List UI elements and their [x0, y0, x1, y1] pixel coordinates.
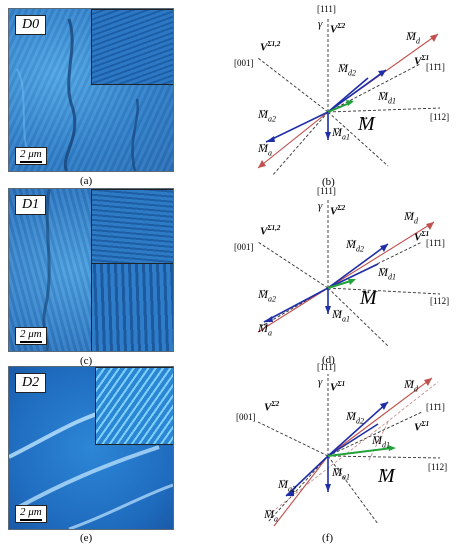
- label-md: →Md: [404, 206, 418, 226]
- axis-label-111: [111]: [317, 362, 336, 372]
- label-ma: →Ma: [264, 504, 278, 524]
- label-v-side: VΣ1: [414, 230, 430, 244]
- axis-label-11-1: [11̄1]: [426, 402, 445, 412]
- label-v-left: VΣ1,2: [260, 40, 281, 54]
- caption-d: (d): [322, 354, 335, 366]
- scale-bar-line: [20, 161, 42, 163]
- label-v-side: VΣ1: [414, 420, 430, 434]
- label-md2: →Md2: [346, 234, 364, 254]
- label-big-m: →M: [378, 461, 395, 487]
- label-md: →Md: [406, 26, 420, 46]
- label-ma1: →Ma1: [332, 304, 350, 324]
- label-v-side: VΣ1: [414, 54, 430, 68]
- axis-label-111: [111]: [317, 186, 336, 196]
- axis-label-112: [112]: [428, 462, 448, 472]
- label-ma: →Ma: [258, 318, 272, 338]
- label-gamma: γ: [318, 18, 323, 30]
- axis-label-111: [111]: [317, 4, 336, 14]
- label-md2: →Md2: [346, 406, 364, 426]
- inset-magnified: [91, 9, 173, 85]
- vector-diagram-d: [111] [001] [11̄1] [112] γ VΣ2 VΣ1,2 VΣ1…: [228, 184, 460, 356]
- axis-label-001: [001]: [236, 412, 256, 422]
- diagram-lines: [257, 374, 441, 527]
- label-v-top: VΣ1: [330, 380, 346, 394]
- label-v-top: VΣ2: [330, 22, 346, 36]
- caption-b: (b): [322, 176, 335, 188]
- label-big-m: →M: [360, 283, 377, 309]
- label-ma2: →Ma2: [258, 104, 276, 124]
- mfm-image-d2: D2 2 μm: [8, 366, 174, 530]
- label-ma1: →Ma1: [332, 122, 350, 142]
- vector-diagram-b: [111] [001] [11̄1] [112] γ VΣ2 VΣ1,2 VΣ1…: [228, 0, 460, 182]
- label-v-top: VΣ2: [330, 204, 346, 218]
- axis-label-11-1: [11̄1]: [426, 238, 445, 248]
- axis-label-112: [112]: [430, 112, 450, 122]
- label-md1: →Md1: [372, 430, 390, 450]
- label-md1: →Md1: [378, 86, 396, 106]
- diagram-lines: [257, 18, 441, 177]
- axis-label-11-1: [11̄1]: [426, 62, 445, 72]
- caption-c: (c): [80, 355, 93, 367]
- vector-diagram-f: [111] [001] [11̄1] [112] γ VΣ1 VΣ2 VΣ1 →…: [228, 362, 460, 532]
- inset-magnified: [95, 367, 173, 445]
- axis-label-001: [001]: [234, 58, 254, 68]
- scale-bar-label: 2 μm: [20, 328, 42, 340]
- scale-bar: 2 μm: [15, 327, 47, 345]
- sample-tag: D0: [15, 15, 47, 35]
- scale-bar-label: 2 μm: [20, 148, 42, 160]
- label-v-left: VΣ1,2: [260, 224, 281, 238]
- scale-bar-line: [20, 341, 42, 343]
- label-ma2: →Ma2: [278, 474, 296, 494]
- caption-f: (f): [322, 532, 333, 544]
- label-ma: →Ma: [258, 138, 272, 158]
- sample-tag: D1: [15, 195, 47, 215]
- label-gamma: γ: [318, 200, 323, 212]
- diagram-lines: [257, 198, 441, 347]
- mfm-image-d1: D1 2 μm: [8, 188, 174, 352]
- sample-tag: D2: [15, 373, 47, 393]
- label-ma1: →Ma1: [332, 462, 350, 482]
- scale-bar-label: 2 μm: [20, 506, 42, 518]
- label-md: →Md: [404, 374, 418, 394]
- caption-e: (e): [80, 532, 93, 544]
- caption-a: (a): [80, 175, 93, 187]
- label-md1: →Md1: [378, 262, 396, 282]
- label-big-m: →M: [358, 109, 375, 135]
- scale-bar: 2 μm: [15, 505, 47, 523]
- scale-bar-line: [20, 519, 42, 521]
- inset-magnified: [91, 189, 173, 265]
- axis-label-112: [112]: [430, 296, 450, 306]
- label-md2: →Md2: [338, 58, 356, 78]
- scale-bar: 2 μm: [15, 147, 47, 165]
- label-gamma: γ: [318, 376, 323, 388]
- axis-label-001: [001]: [234, 242, 254, 252]
- label-v-left: VΣ2: [264, 400, 280, 414]
- label-ma2: →Ma2: [258, 284, 276, 304]
- inset-magnified-lower: [91, 263, 173, 351]
- mfm-image-d0: D0 2 μm: [8, 8, 174, 172]
